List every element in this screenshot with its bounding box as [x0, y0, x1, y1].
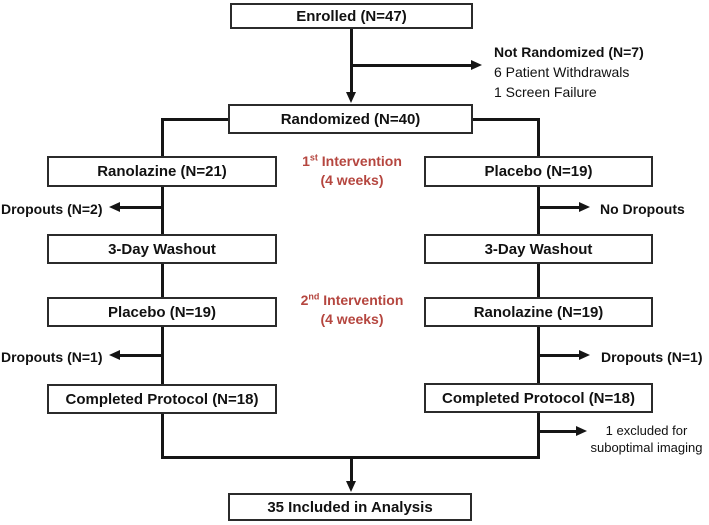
arrowhead-right-not-randomized [471, 60, 482, 70]
connector-left-washout-arm2 [161, 264, 164, 297]
right-arm-first-box: Placebo (N=19) [424, 156, 653, 187]
connector-right-dropouts-second [539, 354, 580, 357]
connector-right-elbow-down [537, 118, 540, 156]
connector-right-no-dropouts [539, 206, 580, 209]
arrowhead-right-excluded [576, 426, 587, 436]
arrowhead-left-dropouts-second [109, 350, 120, 360]
first-intervention-duration: (4 weeks) [320, 172, 384, 188]
excluded-note: 1 excluded for suboptimal imaging [584, 423, 709, 456]
left-arm-second-box: Placebo (N=19) [47, 297, 277, 327]
connector-left-arm1-washout [161, 187, 164, 234]
connector-left-elbow-down [161, 118, 164, 156]
right-washout-box: 3-Day Washout [424, 234, 653, 264]
connector-randomized-left-elbow [161, 118, 228, 121]
connector-merge-analysis [350, 459, 353, 482]
connector-right-washout-arm2 [537, 264, 540, 297]
randomized-box: Randomized (N=40) [228, 104, 473, 134]
enrolled-box: Enrolled (N=47) [230, 3, 473, 29]
connector-left-dropouts-first [120, 206, 164, 209]
right-completed-box: Completed Protocol (N=18) [424, 383, 653, 413]
arrowhead-right-no-dropouts [579, 202, 590, 212]
left-washout-box: 3-Day Washout [47, 234, 277, 264]
arrowhead-down-analysis [346, 481, 356, 492]
analysis-box: 35 Included in Analysis [228, 493, 472, 521]
connector-excluded [539, 430, 577, 433]
left-dropouts-second-label: Dropouts (N=1) [1, 349, 103, 365]
not-randomized-reason2: 1 Screen Failure [494, 84, 597, 100]
connector-not-randomized [351, 64, 472, 67]
first-intervention-label: 1st Intervention (4 weeks) [292, 152, 412, 190]
left-dropouts-first-label: Dropouts (N=2) [1, 201, 103, 217]
excluded-line2: suboptimal imaging [590, 439, 703, 455]
second-intervention-duration: (4 weeks) [320, 311, 384, 327]
connector-right-arm1-washout [537, 187, 540, 234]
connector-right-completed-merge [537, 413, 540, 459]
left-completed-box: Completed Protocol (N=18) [47, 384, 277, 414]
right-no-dropouts-label: No Dropouts [600, 201, 685, 217]
arrowhead-right-dropouts-second [579, 350, 590, 360]
excluded-line1: 1 excluded for [605, 423, 688, 438]
arrowhead-down-randomized [346, 92, 356, 103]
first-intervention-line1: 1st Intervention [302, 152, 402, 169]
right-arm-second-box: Ranolazine (N=19) [424, 297, 653, 327]
connector-enrolled-randomized [350, 29, 353, 93]
right-dropouts-second-label: Dropouts (N=1) [601, 349, 703, 365]
not-randomized-note: Not Randomized (N=7) 6 Patient Withdrawa… [494, 42, 644, 102]
connector-merge-bar [161, 456, 540, 459]
left-arm-first-box: Ranolazine (N=21) [47, 156, 277, 187]
connector-right-arm2-completed [537, 327, 540, 383]
second-intervention-label: 2nd Intervention (4 weeks) [292, 291, 412, 329]
connector-randomized-right-elbow [473, 118, 540, 121]
connector-left-dropouts-second [120, 354, 164, 357]
connector-left-completed-merge [161, 414, 164, 459]
arrowhead-left-dropouts-first [109, 202, 120, 212]
not-randomized-reason1: 6 Patient Withdrawals [494, 64, 630, 80]
second-intervention-line1: 2nd Intervention [300, 291, 404, 308]
not-randomized-title: Not Randomized (N=7) [494, 44, 644, 60]
